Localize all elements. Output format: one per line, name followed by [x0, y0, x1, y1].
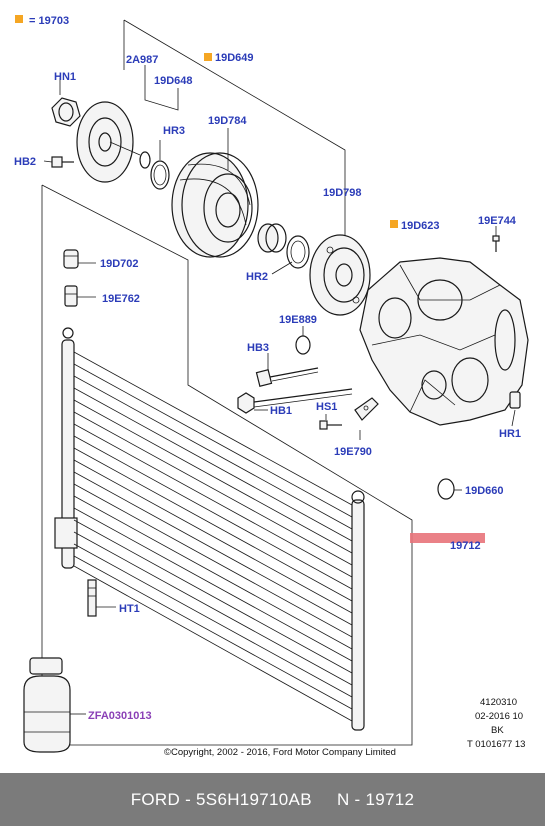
- label-hr2: HR2: [246, 271, 268, 283]
- label-hb3: HB3: [247, 342, 269, 354]
- label-19d660: 19D660: [465, 485, 504, 497]
- stud-ht1: [87, 579, 97, 617]
- footer-bar: FORD - 5S6H19710AB N - 19712: [0, 773, 545, 826]
- label-19e889: 19E889: [279, 314, 317, 326]
- condenser-tubes: [73, 351, 353, 722]
- label-19e762: 19E762: [102, 293, 140, 305]
- pulley-bearing: [257, 223, 310, 269]
- meta-line-1: 4120310: [480, 697, 517, 708]
- o-ring-19d660: [437, 478, 455, 500]
- label-19d702: 19D702: [100, 258, 139, 270]
- copyright: ©Copyright, 2002 - 2016, Ford Motor Comp…: [164, 747, 396, 758]
- o-ring-19e889: [295, 335, 311, 355]
- label-19d784: 19D784: [208, 115, 247, 127]
- bolt-19e744: [492, 235, 500, 252]
- parts-diagram: = 19703: [14, 15, 529, 758]
- label-hb1: HB1: [270, 405, 292, 417]
- meta-line-2: 02-2016 10: [475, 711, 523, 722]
- label-19d798: 19D798: [323, 187, 362, 199]
- bolt-hb3: [255, 367, 319, 387]
- label-19712: 19712: [450, 540, 481, 552]
- legend-marker: [15, 15, 23, 23]
- clutch-hub-plate: [76, 101, 141, 183]
- label-zfa0301013: ZFA0301013: [88, 710, 152, 722]
- bushing-hr1: [509, 391, 521, 409]
- label-19d623: 19D623: [401, 220, 440, 232]
- label-19d623-marker: [390, 220, 398, 228]
- label-hr3: HR3: [163, 125, 185, 137]
- meta-line-4: T 0101677 13: [467, 739, 525, 750]
- bolt-hb2: [51, 156, 74, 168]
- label-19d649-marker: [204, 53, 212, 61]
- label-ht1: HT1: [119, 603, 140, 615]
- label-19e790: 19E790: [334, 446, 372, 458]
- service-cap: [63, 249, 79, 269]
- label-hr1: HR1: [499, 428, 521, 440]
- label-19d649: 19D649: [215, 52, 254, 64]
- clutch-nut: [51, 97, 81, 127]
- footer-part-number: FORD - 5S6H19710AB N - 19712: [130, 789, 415, 809]
- clutch-group-frame: [59, 19, 346, 240]
- service-valve: [64, 285, 78, 307]
- bolt-hb1: [237, 388, 353, 414]
- highlight-19712: [410, 533, 485, 543]
- field-coil: [309, 234, 371, 316]
- condenser: [54, 327, 365, 731]
- clutch-shims: [139, 151, 170, 190]
- pulley: [171, 152, 259, 258]
- label-19d648: 19D648: [154, 75, 193, 87]
- label-hs1: HS1: [316, 401, 337, 413]
- refrigerant-bottle: [23, 657, 86, 753]
- legend-text: = 19703: [29, 15, 69, 27]
- label-hn1: HN1: [54, 71, 76, 83]
- label-hb2: HB2: [14, 156, 36, 168]
- leader-lines: [43, 65, 516, 608]
- meta-line-3: BK: [491, 725, 504, 736]
- bracket-19e790: [319, 397, 379, 430]
- compressor: [359, 257, 529, 426]
- label-19e744: 19E744: [478, 215, 517, 227]
- label-2a987: 2A987: [126, 54, 158, 66]
